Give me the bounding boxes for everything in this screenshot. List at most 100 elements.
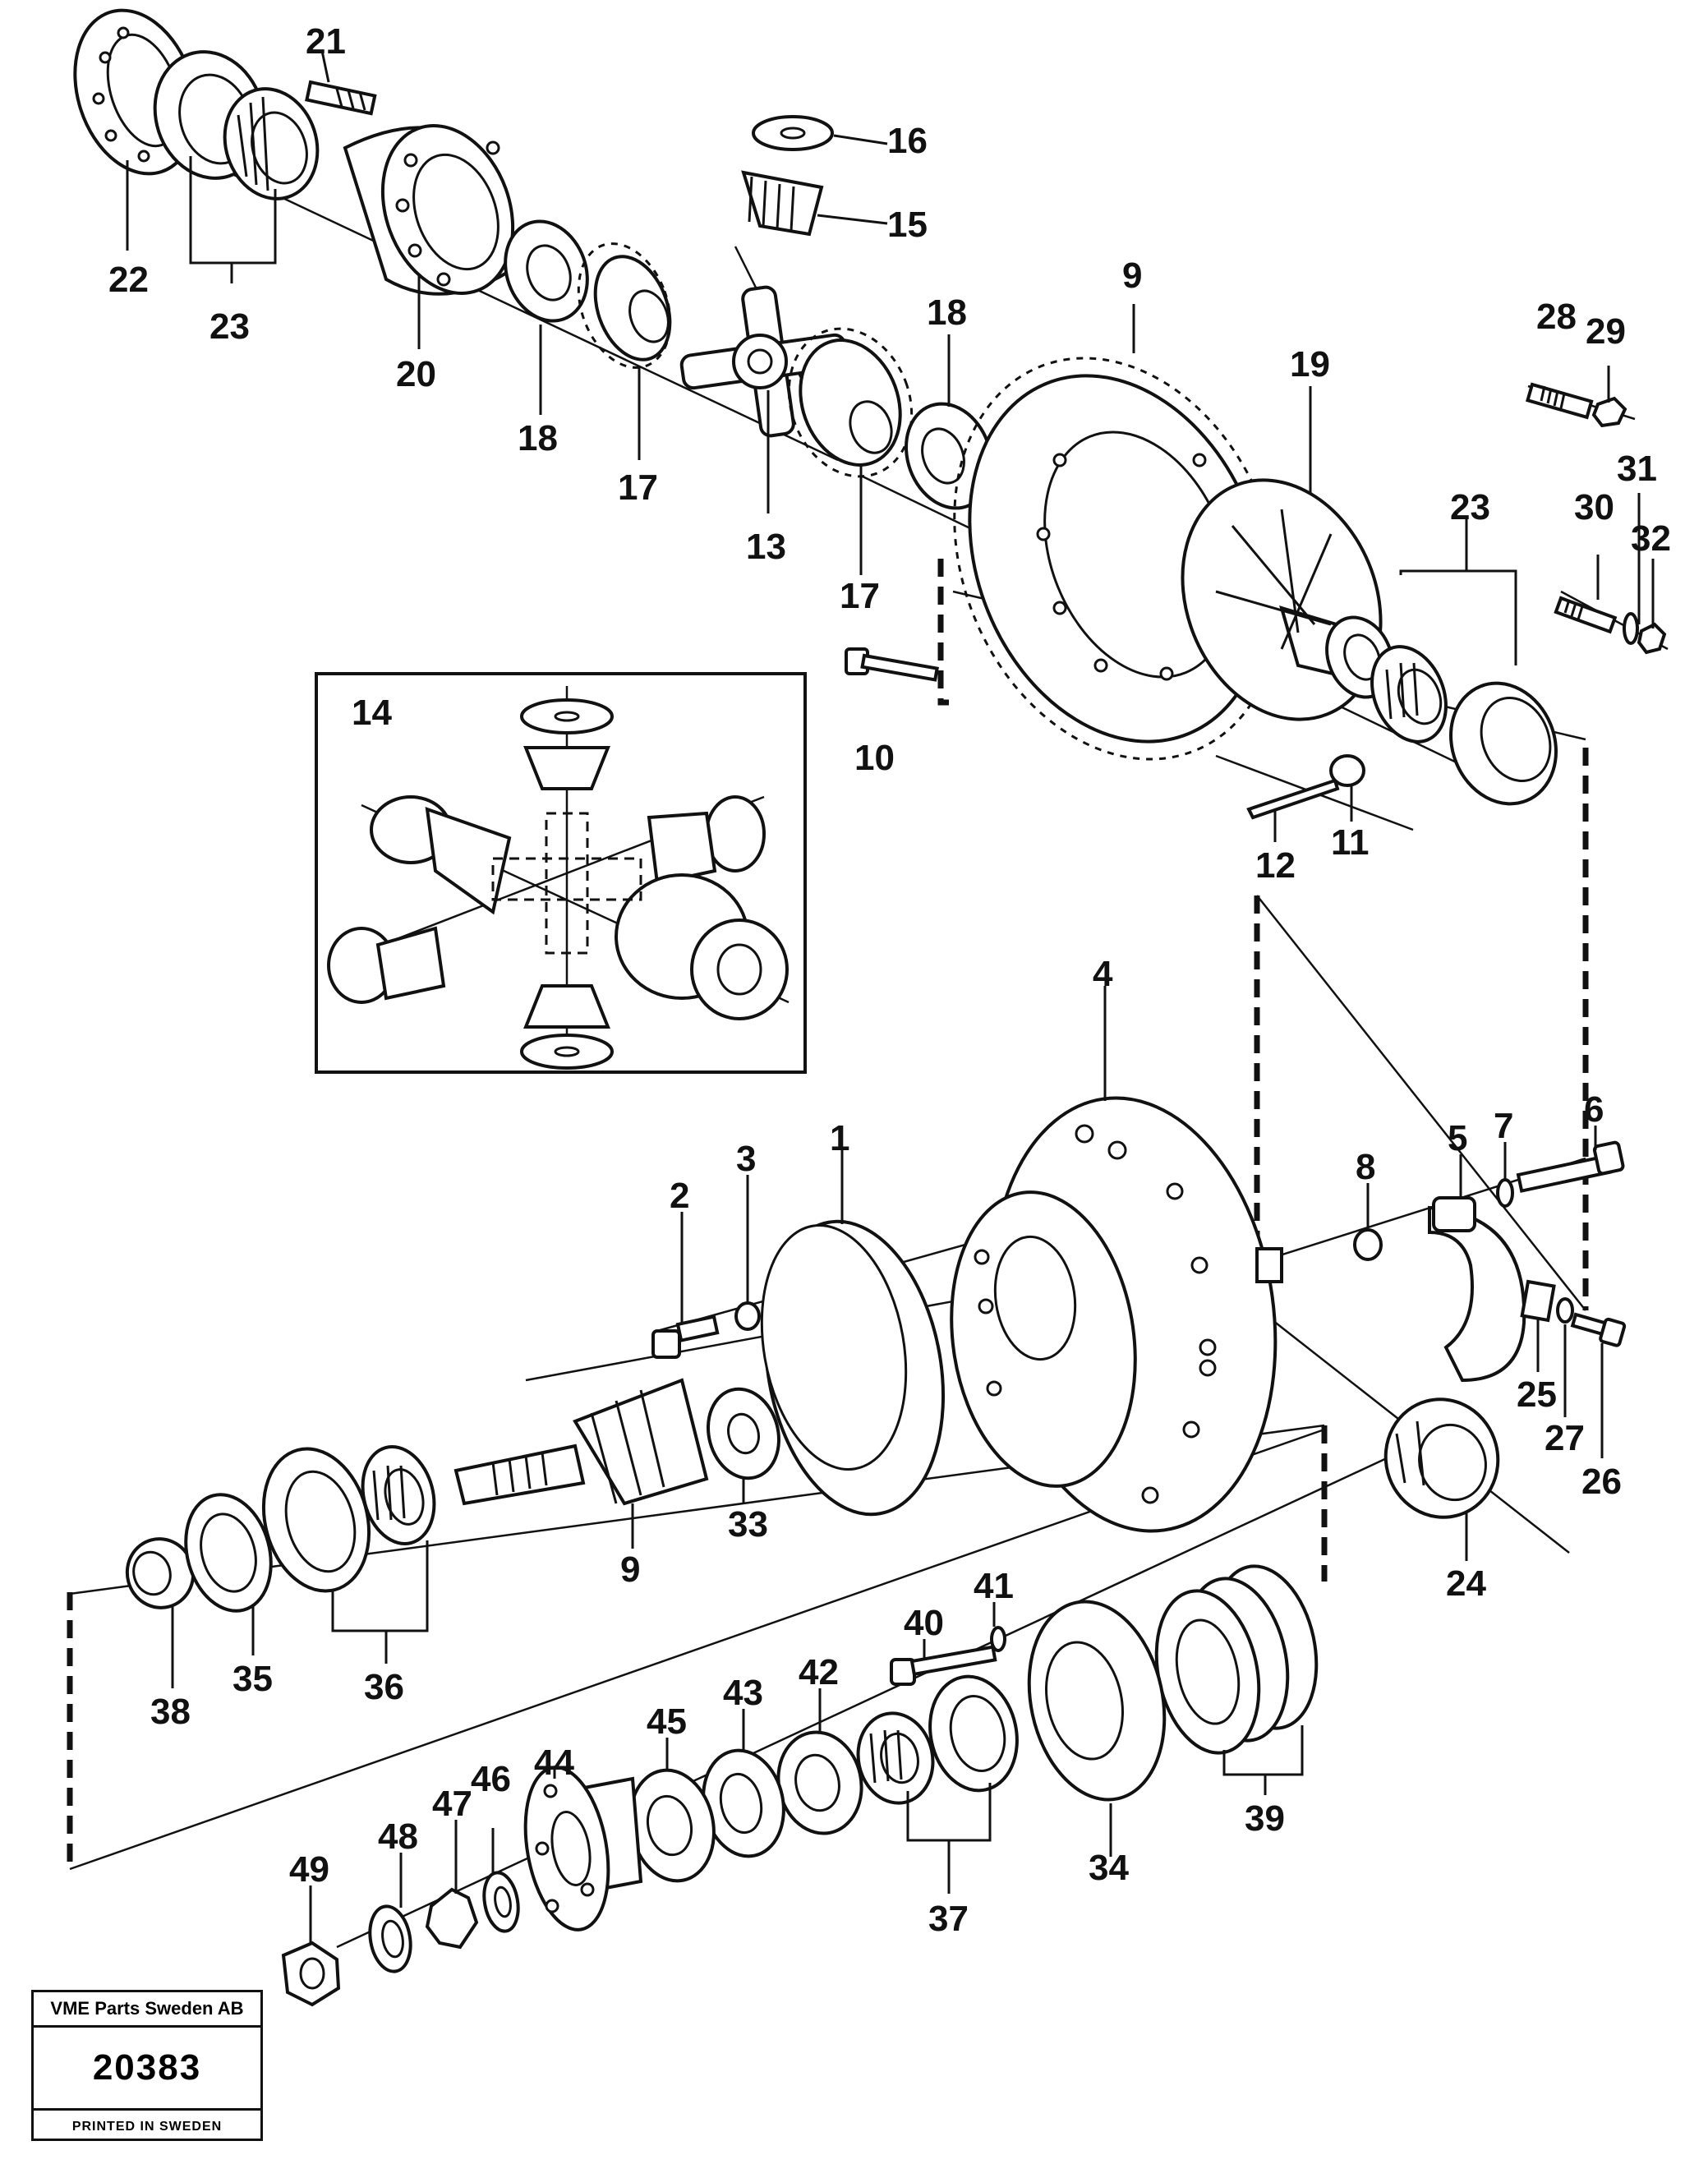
callout-14: 14 [352,693,392,733]
callout-32: 32 [1631,518,1671,559]
washer-16 [752,115,834,151]
side-gear-17-left [577,242,672,369]
bolt-40 [890,1645,997,1686]
bearing-cup-37 [928,1674,1019,1793]
screw-21 [305,80,377,116]
callout-34: 34 [1089,1848,1129,1888]
callout-38: 38 [150,1692,191,1732]
seal-ring-35 [184,1493,273,1613]
callout-31: 31 [1617,449,1657,489]
seal-42 [776,1730,863,1835]
printed-note: PRINTED IN SWEDEN [71,2120,223,2134]
thrust-washer-18-upper [504,219,589,323]
slotted-nut-24 [1383,1397,1500,1519]
callout-21: 21 [306,21,346,62]
split-pin-12 [1246,778,1340,820]
callout-40: 40 [904,1603,944,1643]
callout-28: 28 [1536,297,1577,337]
lock-bracket-5 [1428,1196,1526,1383]
callout-45: 45 [647,1701,687,1742]
title-block: VME Parts Sweden AB 20383 PRINTED IN SWE… [31,1990,263,2141]
bearing-ring-1 [760,1219,946,1517]
callout-10: 10 [854,738,895,778]
shim-pack-39 [1154,1564,1319,1755]
callout-24: 24 [1446,1563,1486,1604]
washer-27 [1556,1297,1574,1324]
callout-17: 17 [618,467,658,508]
callout-4: 4 [1093,954,1113,994]
washer-46 [482,1871,520,1933]
nut-32 [1637,622,1667,655]
callout-19: 19 [1290,344,1330,384]
callout-23: 23 [209,306,250,347]
stud-30 [1554,596,1618,634]
callout-5: 5 [1448,1118,1467,1158]
callout-16: 16 [887,121,928,161]
callout-15: 15 [887,205,928,245]
callout-9: 9 [1122,256,1142,296]
callout-11: 11 [1331,822,1370,863]
callout-18: 18 [518,418,558,458]
callout-29: 29 [1586,311,1626,352]
bearing-cone-23-right [1370,645,1448,744]
nut-29 [1591,396,1627,428]
bearing-cup-23-right [1449,681,1558,806]
inset-detail-14 [315,672,807,1074]
spacer-8 [1353,1228,1383,1261]
stud-28 [1526,382,1594,420]
callout-23: 23 [1450,487,1490,527]
companion-flange-44 [523,1766,643,1931]
callout-46: 46 [471,1759,511,1799]
callout-36: 36 [364,1667,404,1707]
callout-30: 30 [1574,487,1614,527]
bolt-6 [1516,1140,1625,1193]
nut-49 [281,1941,341,2007]
callout-33: 33 [728,1504,768,1545]
bolt-10 [845,647,939,682]
callout-27: 27 [1545,1418,1585,1458]
callout-26: 26 [1581,1462,1622,1502]
callout-9: 9 [620,1549,640,1590]
callout-49: 49 [289,1849,329,1890]
drawing-number: 20383 [34,2028,260,2111]
washer-31 [1623,612,1639,645]
bearing-33 [707,1387,780,1480]
callout-13: 13 [746,527,786,567]
callout-39: 39 [1245,1798,1285,1839]
callout-41: 41 [974,1566,1014,1606]
spider-cross-13 [679,285,849,438]
screw-26 [1570,1312,1627,1347]
washer-41 [990,1626,1006,1652]
washer-3 [734,1301,761,1331]
callout-18: 18 [927,292,967,333]
pinion-gear-15 [741,170,824,237]
roller-bearing-cone-23 [223,87,320,200]
callout-labels: 21 22 23 20 18 17 16 15 13 17 18 9 19 28… [108,21,1671,1939]
callout-35: 35 [232,1659,273,1699]
lock-plate-25 [1520,1279,1556,1323]
callout-7: 7 [1494,1106,1513,1146]
nut-11 [1329,754,1365,787]
washer-48 [368,1904,412,1973]
callout-2: 2 [670,1176,689,1216]
callout-47: 47 [432,1784,472,1824]
callout-12: 12 [1255,845,1296,886]
callout-48: 48 [378,1816,418,1857]
washer-7 [1496,1178,1514,1208]
bearing-cone-37 [856,1711,935,1805]
bearing-cup-36 [261,1447,371,1593]
callout-8: 8 [1356,1147,1375,1187]
callout-20: 20 [396,354,436,394]
callout-42: 42 [799,1652,839,1692]
company-name: VME Parts Sweden AB [34,1992,260,2028]
callout-3: 3 [736,1139,756,1179]
bearing-cone-36 [361,1445,436,1545]
pinion-shaft-9 [453,1378,709,1506]
callout-25: 25 [1517,1374,1557,1415]
callout-6: 6 [1584,1089,1604,1130]
bearing-cover-34 [1027,1600,1167,1802]
callout-22: 22 [108,260,149,300]
callout-1: 1 [830,1118,849,1158]
callout-17: 17 [840,576,880,616]
